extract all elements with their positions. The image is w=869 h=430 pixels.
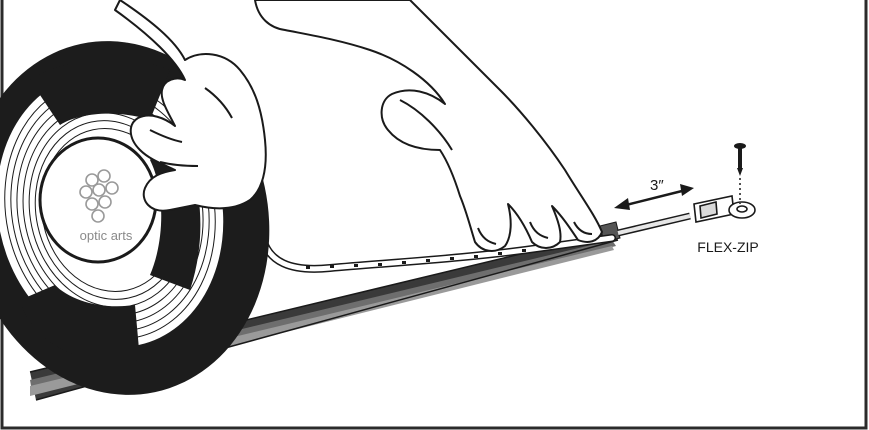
flex-zip-clip-icon xyxy=(694,196,755,222)
right-hand xyxy=(255,0,602,251)
clip-label: FLEX-ZIP xyxy=(697,239,758,255)
led-reel: optic arts xyxy=(0,13,302,424)
screw-icon xyxy=(734,143,746,204)
reel-brand-label: optic arts xyxy=(80,228,133,243)
spacing-dimension: 3″ xyxy=(614,177,694,210)
spacing-label: 3″ xyxy=(650,177,664,194)
